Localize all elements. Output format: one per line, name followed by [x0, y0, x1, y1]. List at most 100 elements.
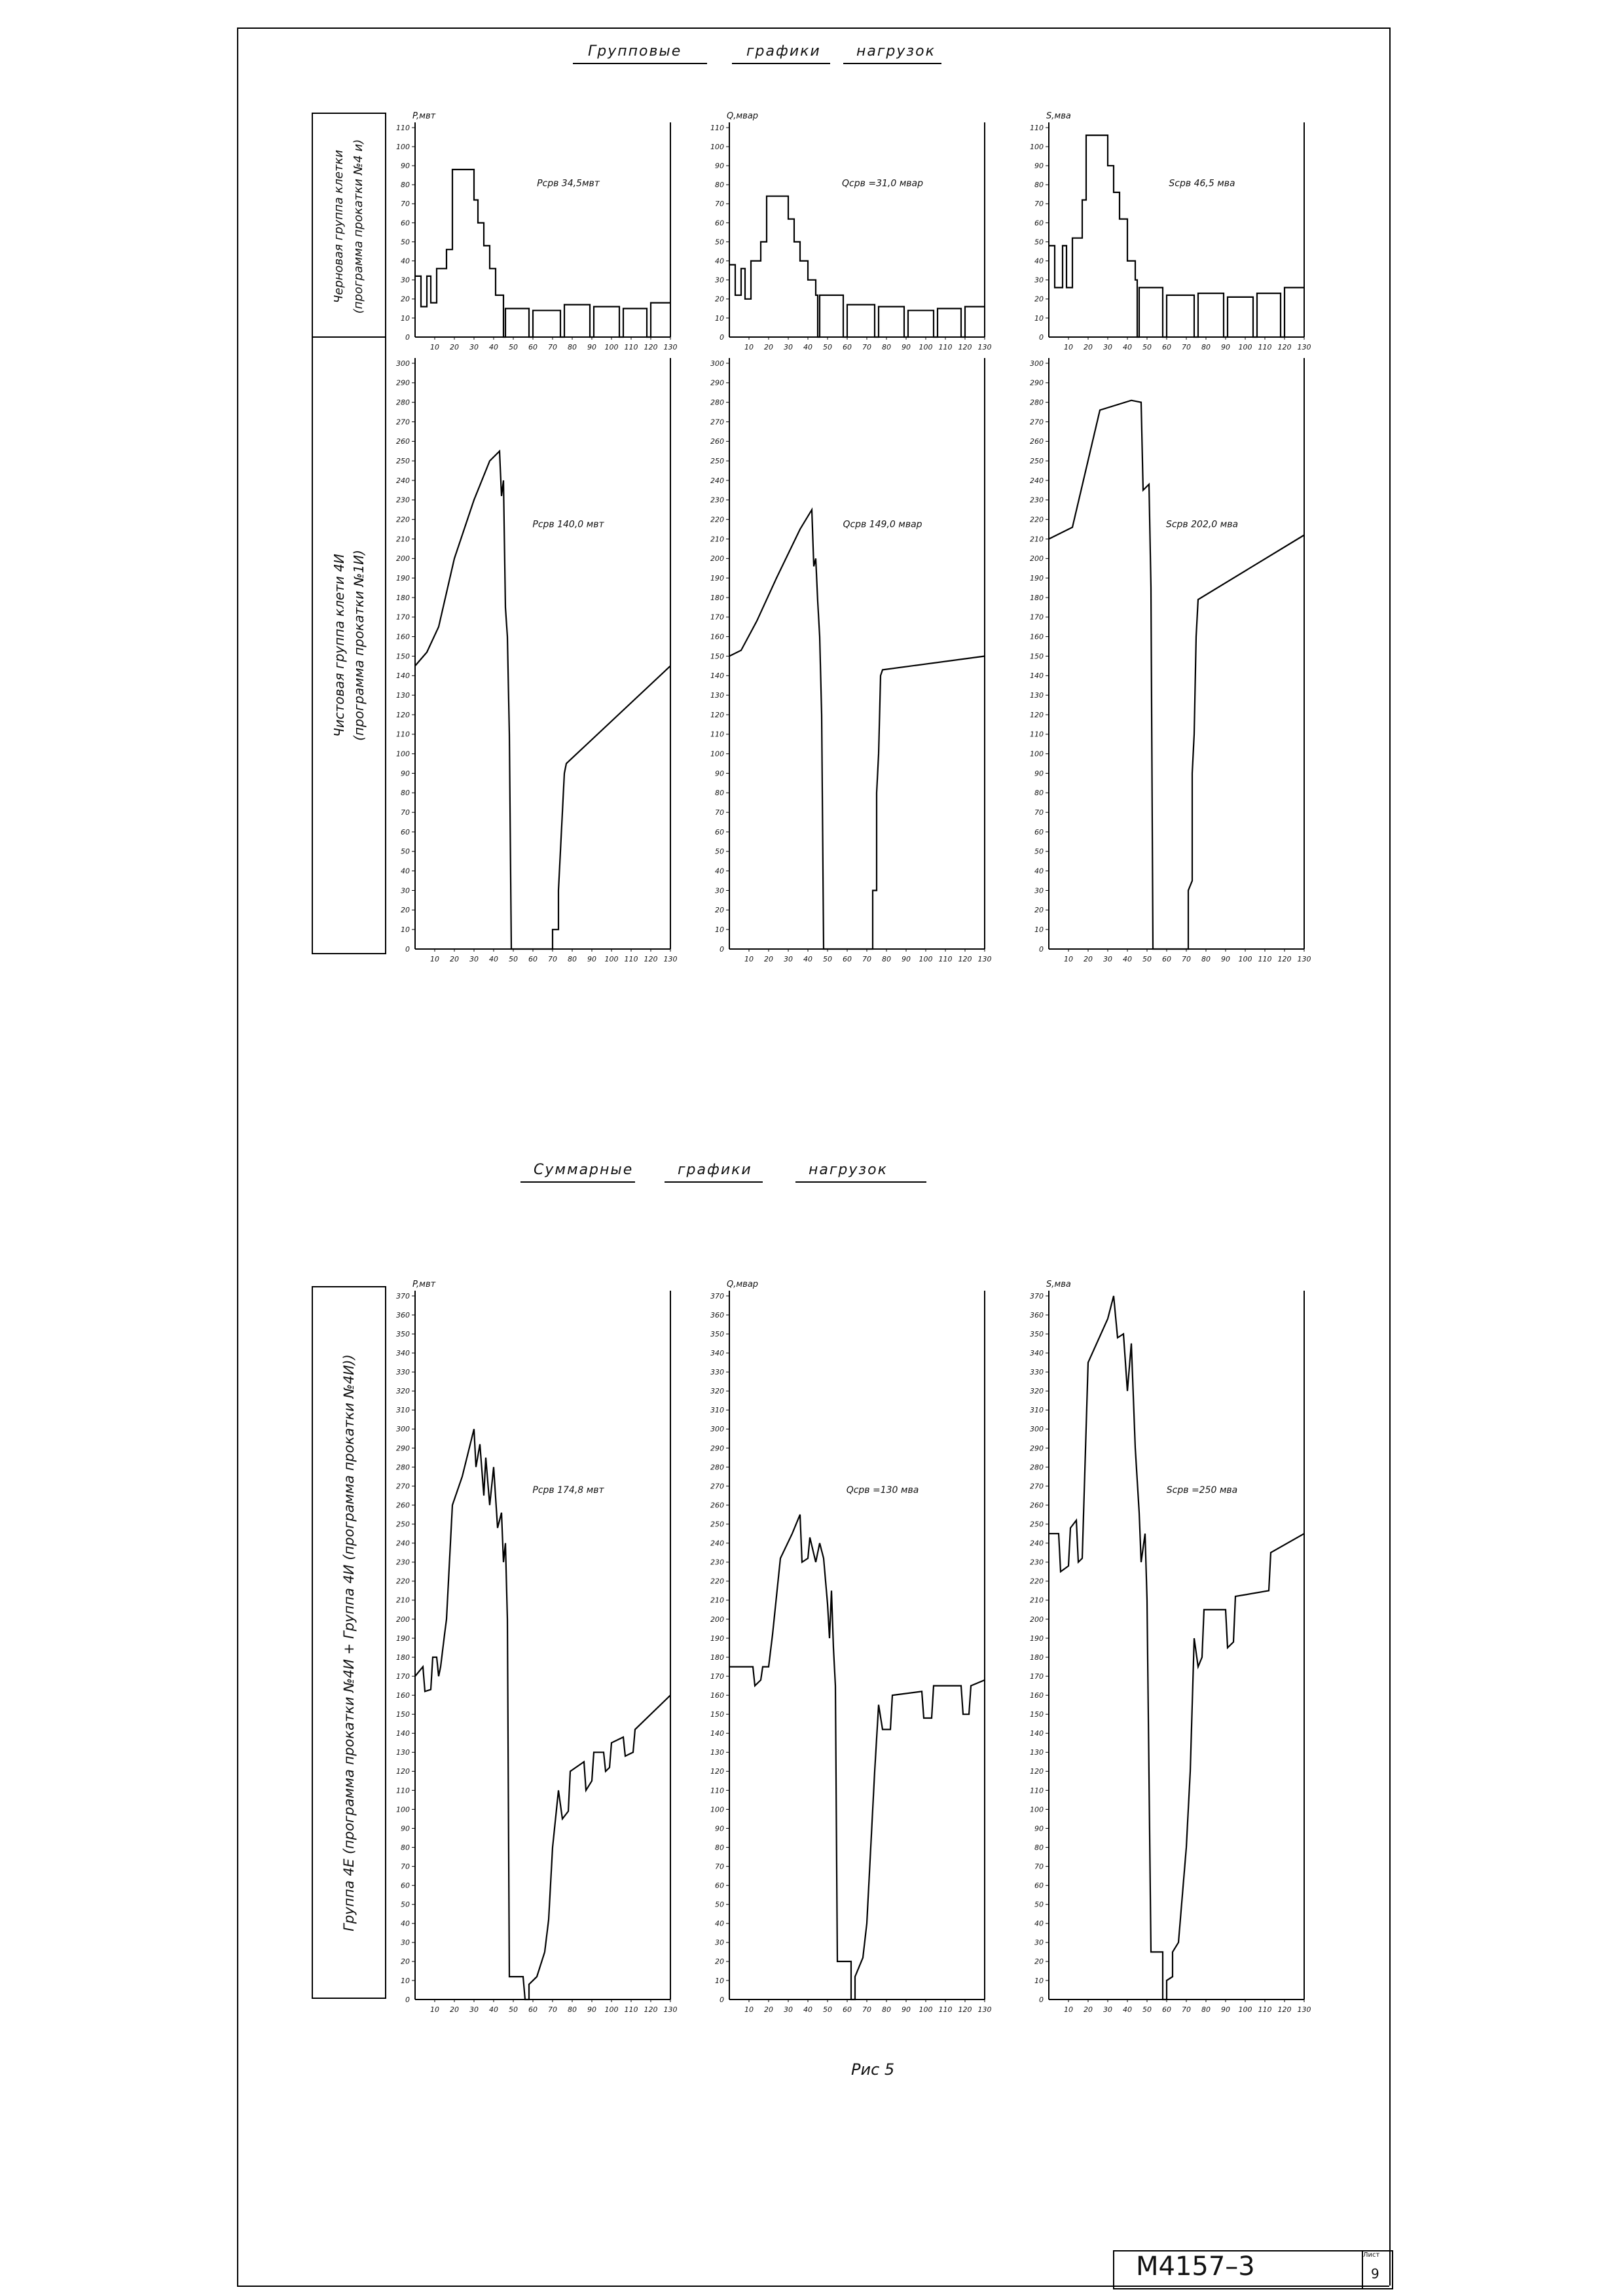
- rough-P-ytick-label: 50: [401, 238, 410, 246]
- rough-Q-ytick-label: 60: [715, 219, 724, 227]
- finish-Q-ytick-label: 150: [710, 652, 724, 660]
- rough-S-xtick-label: 20: [1084, 343, 1093, 351]
- finish-P-ytick-label: 260: [396, 437, 410, 446]
- finish-P-xtick-label: 110: [625, 955, 638, 963]
- finish-P-ytick-label: 180: [396, 594, 410, 602]
- finish-S-ytick-label: 190: [1030, 574, 1044, 583]
- finish-S-xtick-label: 10: [1064, 955, 1073, 963]
- sum-P-xtick-label: 20: [450, 2005, 459, 2014]
- finish-P-xtick-label: 40: [489, 955, 498, 963]
- sum-P-xtick-label: 10: [430, 2005, 439, 2014]
- sum-Q-ytick-label: 240: [710, 1539, 724, 1548]
- sum-Q-ytick-label: 200: [710, 1615, 724, 1624]
- sum-Q-ytick-label: 320: [710, 1387, 724, 1395]
- finish-Q-xtick-label: 90: [902, 955, 911, 963]
- rough-P-ytick-label: 70: [401, 200, 410, 208]
- finish-Q-origin-label: 0: [720, 945, 724, 954]
- sum-Q-ytick-label: 110: [710, 1786, 724, 1795]
- sum-S-ytick-label: 120: [1030, 1767, 1044, 1776]
- sum-S-ytick-label: 50: [1034, 1901, 1044, 1909]
- sum-Q-ytick-label: 260: [710, 1501, 724, 1509]
- chart-finish-S: 1020304050607080901001101201301401501601…: [1030, 358, 1311, 963]
- sum-Q-xtick-label: 60: [843, 2005, 852, 2014]
- sum-P-ytick-label: 320: [396, 1387, 410, 1395]
- sum-Q-ytick-label: 340: [710, 1349, 724, 1357]
- sum-S-ytick-label: 140: [1030, 1729, 1044, 1738]
- rough-P-ytick-label: 90: [401, 162, 410, 170]
- row-label-rough-line-1: Черновая группа клетки: [332, 149, 346, 304]
- finish-S-ytick-label: 130: [1030, 691, 1044, 700]
- rough-P-xtick-label: 50: [509, 343, 518, 351]
- rough-P-series-line: [415, 168, 670, 338]
- finish-Q-xtick-label: 50: [823, 955, 832, 963]
- finish-Q-ytick-label: 280: [710, 399, 724, 407]
- sum-P-ytick-label: 130: [396, 1748, 410, 1757]
- finish-S-series-line: [1048, 399, 1305, 950]
- finish-S-xtick-label: 100: [1239, 955, 1252, 963]
- finish-S-ytick-label: 20: [1034, 906, 1044, 914]
- rough-Q-ytick-label: 40: [715, 257, 724, 265]
- rough-Q-xtick-label: 20: [764, 343, 773, 351]
- sum-Q-ytick-label: 350: [710, 1330, 724, 1338]
- row-label-finish-line-1: Чистовая группа клети 4И: [331, 554, 347, 737]
- rough-P-xtick-label: 80: [568, 343, 577, 351]
- finish-Q-ytick-label: 170: [710, 613, 724, 622]
- sum-P-ytick-label: 20: [401, 1958, 410, 1966]
- rough-S-ytick-label: 50: [1034, 238, 1044, 246]
- sum-S-ytick-label: 130: [1030, 1748, 1044, 1757]
- rough-S-ytick-label: 40: [1034, 257, 1044, 265]
- finish-P-ytick-label: 280: [396, 399, 410, 407]
- finish-Q-xtick-label: 20: [764, 955, 773, 963]
- sum-P-ytick-label: 200: [396, 1615, 410, 1624]
- sum-Q-xtick-label: 120: [958, 2005, 972, 2014]
- rough-P-xtick-label: 10: [430, 343, 439, 351]
- finish-P-xtick-label: 80: [568, 955, 577, 963]
- sum-S-origin-label: 0: [1039, 1996, 1044, 2004]
- rough-S-average-annotation: Sсрв 46,5 мва: [1169, 179, 1235, 189]
- rough-P-xtick-label: 70: [548, 343, 557, 351]
- rough-S-origin-label: 0: [1039, 333, 1044, 342]
- finish-S-ytick-label: 170: [1030, 613, 1044, 622]
- finish-S-ytick-label: 280: [1030, 399, 1044, 407]
- sum-Q-series-line: [729, 1514, 985, 2001]
- frame-left-line: [237, 27, 238, 2286]
- sum-Q-ytick-label: 30: [715, 1939, 724, 1947]
- group-title-underline-1: [573, 63, 707, 64]
- sum-P-ytick-label: 360: [396, 1311, 410, 1319]
- sum-S-ytick-label: 320: [1030, 1387, 1044, 1395]
- finish-P-ytick-label: 50: [401, 848, 410, 856]
- sum-S-xtick-label: 60: [1162, 2005, 1171, 2014]
- sum-S-xtick-label: 50: [1142, 2005, 1152, 2014]
- finish-S-ytick-label: 40: [1034, 867, 1044, 876]
- finish-P-ytick-label: 200: [396, 554, 410, 563]
- rough-Q-xtick-label: 70: [862, 343, 871, 351]
- sum-S-ytick-label: 310: [1030, 1406, 1044, 1414]
- sum-Q-ytick-label: 370: [710, 1292, 724, 1300]
- finish-Q-xtick-label: 110: [939, 955, 953, 963]
- chart-sum-P: 1020304050607080901001101201301401501601…: [396, 1280, 678, 2014]
- sum-title-underline-3: [795, 1181, 926, 1183]
- sum-S-ytick-label: 260: [1030, 1501, 1044, 1509]
- sum-P-ytick-label: 180: [396, 1653, 410, 1662]
- sum-S-ytick-label: 370: [1030, 1292, 1044, 1300]
- sum-P-xtick-label: 70: [548, 2005, 557, 2014]
- sum-S-ytick-label: 20: [1034, 1958, 1044, 1966]
- sum-S-ytick-label: 250: [1030, 1520, 1044, 1528]
- sum-P-xtick-label: 40: [489, 2005, 498, 2014]
- stamp-code: М4157–3: [1136, 2251, 1255, 2282]
- sum-P-ytick-label: 150: [396, 1710, 410, 1719]
- group-title-word-2: графики: [746, 43, 821, 60]
- finish-P-xtick-label: 60: [528, 955, 538, 963]
- figure-caption: Рис 5: [851, 2060, 895, 2079]
- finish-P-xtick-label: 30: [469, 955, 479, 963]
- rough-Q-average-annotation: Qсрв =31,0 мвар: [842, 179, 923, 189]
- finish-Q-xtick-label: 130: [978, 955, 992, 963]
- rough-Q-ytick-label: 80: [715, 181, 724, 189]
- rough-P-ytick-label: 80: [401, 181, 410, 189]
- finish-S-ytick-label: 50: [1034, 848, 1044, 856]
- rough-Q-series-line: [729, 195, 985, 338]
- sum-S-xtick-label: 20: [1084, 2005, 1093, 2014]
- sum-S-ytick-label: 180: [1030, 1653, 1044, 1662]
- sum-P-ytick-label: 230: [396, 1558, 410, 1567]
